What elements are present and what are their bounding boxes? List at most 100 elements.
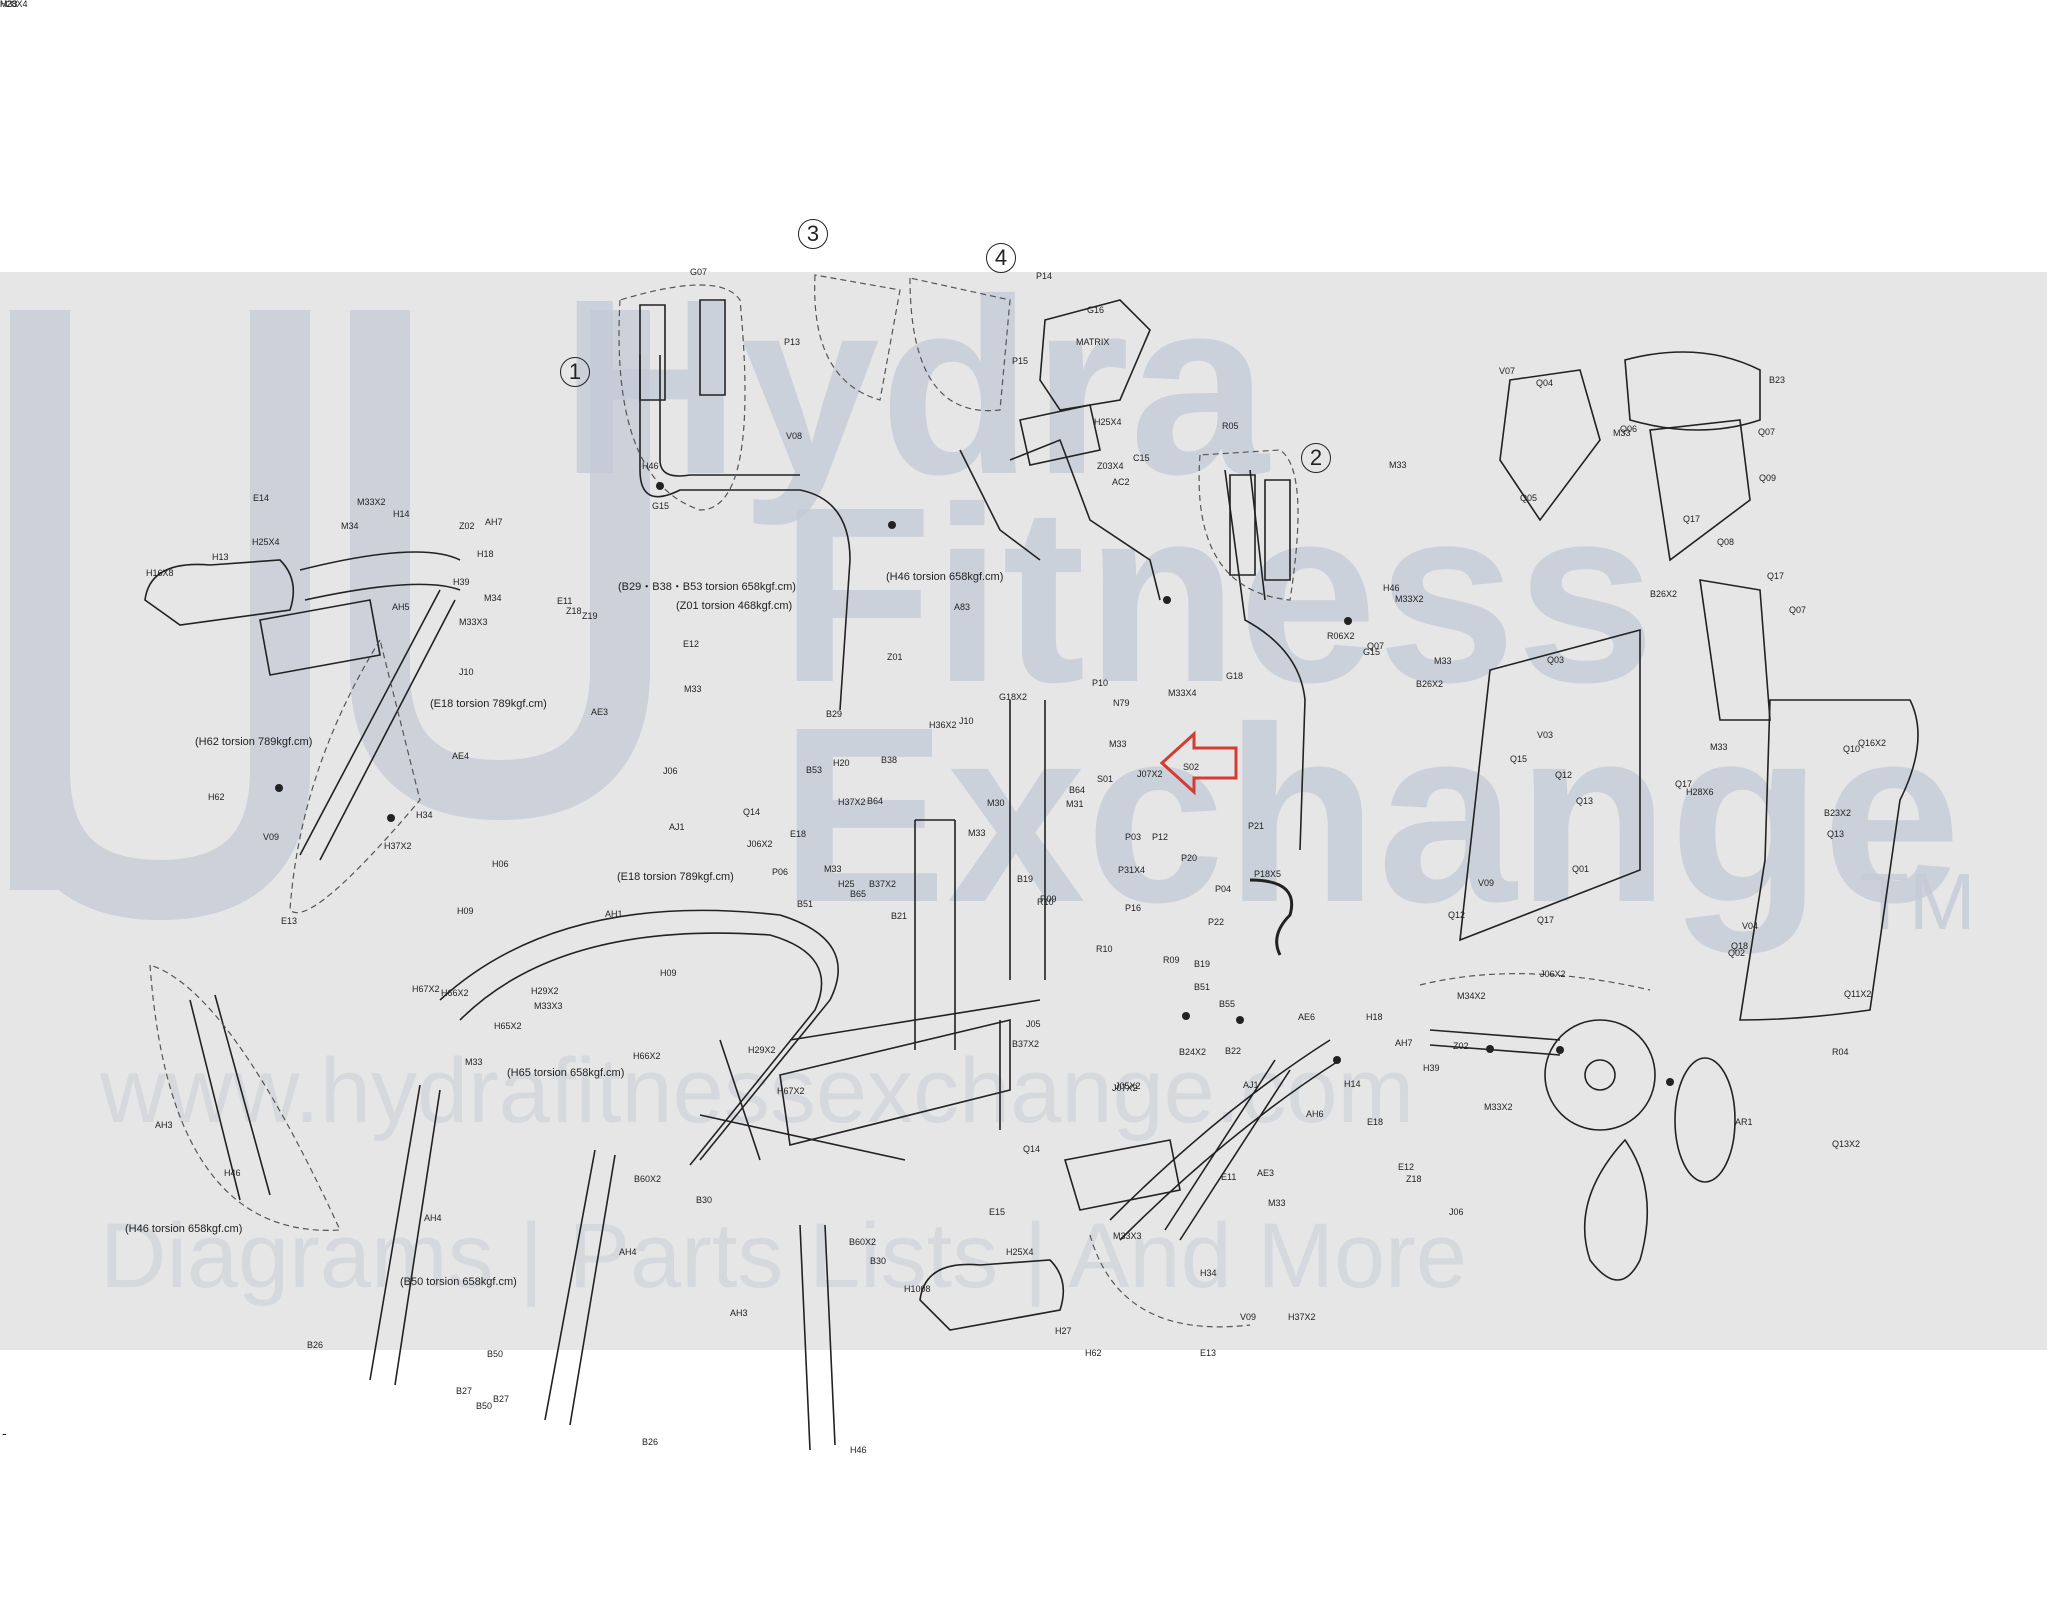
shroud-q06 xyxy=(1499,369,1601,522)
grip-left-a xyxy=(639,299,726,401)
part-label: Z02 xyxy=(1453,1041,1469,1051)
part-label: H46 xyxy=(850,1445,867,1455)
part-label: J10 xyxy=(459,667,474,677)
group-outline-ae4 xyxy=(289,638,421,914)
part-label: AH4 xyxy=(619,1247,637,1257)
part-label: Q07 xyxy=(1367,641,1385,651)
part-label: H66X2 xyxy=(633,1051,661,1061)
part-label: M34 xyxy=(484,593,502,603)
callout-3: 3 xyxy=(798,219,828,249)
part-label: Q08 xyxy=(1717,537,1735,547)
part-label: J06 xyxy=(663,766,678,776)
part-label: B37X2 xyxy=(869,879,897,889)
part-label: P10 xyxy=(1092,678,1109,688)
right-handlebar xyxy=(1224,469,1306,851)
part-label: Q01 xyxy=(1572,864,1590,874)
group-outline-4 xyxy=(909,277,1011,412)
part-label: M33 xyxy=(465,1057,483,1067)
part-label: AJ1 xyxy=(669,822,685,832)
part-label: Q13 xyxy=(1827,829,1845,839)
part-label: H67X2 xyxy=(412,984,440,994)
part-label: R09 xyxy=(1040,894,1057,904)
part-label: M33X2 xyxy=(1484,1102,1513,1112)
part-label: B26X2 xyxy=(1650,589,1678,599)
part-label: S01 xyxy=(1097,774,1114,784)
watermark-tm-text: TM xyxy=(1860,857,1976,946)
part-label: V03 xyxy=(1537,730,1554,740)
main-swing-arm xyxy=(439,909,839,1166)
part-label: P22 xyxy=(1208,917,1225,927)
part-label: Q14 xyxy=(1023,1144,1041,1154)
part-label: H66X2 xyxy=(441,988,469,998)
part-label: V07 xyxy=(1499,366,1516,376)
console-mount xyxy=(1019,404,1101,466)
part-label: M34 xyxy=(341,521,359,531)
part-label: Q09 xyxy=(1759,473,1777,483)
part-label: H20 xyxy=(833,758,850,768)
part-label: M33 xyxy=(1268,1198,1286,1208)
part-label: Z19 xyxy=(582,611,598,621)
part-label: H28X4 xyxy=(0,0,28,9)
part-label: Q16X2 xyxy=(1858,738,1887,748)
page-mark: - xyxy=(2,1425,7,1441)
part-label: G07 xyxy=(690,267,708,277)
part-label: AR1 xyxy=(1735,1117,1753,1127)
part-label: Q04 xyxy=(1536,378,1554,388)
right-lower-arm xyxy=(1164,1059,1291,1241)
part-label: B27 xyxy=(456,1386,473,1396)
part-label: P12 xyxy=(1152,832,1169,842)
part-label: R04 xyxy=(1832,1047,1849,1057)
part-label: M31 xyxy=(1066,799,1084,809)
part-label: Q12 xyxy=(1448,910,1466,920)
torsion-note: (Z01 torsion 468kgf.cm) xyxy=(676,600,793,612)
group-outline-2 xyxy=(1198,449,1299,601)
part-label: Q17 xyxy=(1683,514,1701,524)
part-label: J05X2 xyxy=(1115,1081,1141,1091)
part-label: B19 xyxy=(1017,874,1034,884)
part-label: H25X4 xyxy=(252,537,280,547)
part-label: Q02 xyxy=(1728,948,1746,958)
torsion-note: (H65 torsion 658kgf.cm) xyxy=(507,1067,625,1079)
part-label: AH3 xyxy=(730,1308,748,1318)
part-label: G16 xyxy=(1087,305,1105,315)
part-label: H37X2 xyxy=(384,841,412,851)
callout-2: 2 xyxy=(1301,443,1331,473)
left-lower-arm xyxy=(299,589,456,861)
part-label: B50 xyxy=(476,1401,493,1411)
left-pedal-arm xyxy=(299,551,461,601)
part-label: P18X5 xyxy=(1254,869,1282,879)
part-label: V04 xyxy=(1742,921,1759,931)
part-label: R10 xyxy=(1096,944,1113,954)
part-label: P04 xyxy=(1215,884,1232,894)
part-label: R05 xyxy=(1222,421,1239,431)
part-label: J10 xyxy=(959,716,974,726)
part-label: E11 xyxy=(557,596,573,606)
part-label: B24X2 xyxy=(1179,1047,1207,1057)
console-arm xyxy=(959,438,1161,601)
part-label: MATRIX xyxy=(1076,337,1110,347)
lower-arm-ah4-b xyxy=(544,1149,616,1426)
part-label: H62 xyxy=(1085,1348,1102,1358)
part-label: E18 xyxy=(1367,1117,1384,1127)
part-label: B60X2 xyxy=(849,1237,877,1247)
shroud-q01 xyxy=(1459,628,1641,942)
part-label: AC2 xyxy=(1112,477,1130,487)
part-label: Q15 xyxy=(1510,754,1528,764)
watermark-exchange-text: Exchange xyxy=(780,675,1962,954)
part-label: G18 xyxy=(1226,671,1244,681)
part-label: C15 xyxy=(1133,453,1150,463)
part-label: AH7 xyxy=(485,517,503,527)
left-handlebar xyxy=(639,355,851,711)
part-label: M33 xyxy=(0,0,18,9)
part-label: M33 xyxy=(824,864,842,874)
part-label: Q13 xyxy=(1576,796,1594,806)
part-label: B51 xyxy=(1194,982,1211,992)
part-label: E13 xyxy=(1200,1348,1217,1358)
right-pedal xyxy=(919,1259,1065,1331)
part-label: P16 xyxy=(1125,903,1142,913)
part-label: H1008 xyxy=(904,1284,931,1294)
part-label: E12 xyxy=(1398,1162,1415,1172)
part-label: M33 xyxy=(1434,656,1452,666)
rear-axle xyxy=(1429,1029,1561,1056)
part-label: M33X3 xyxy=(459,617,488,627)
